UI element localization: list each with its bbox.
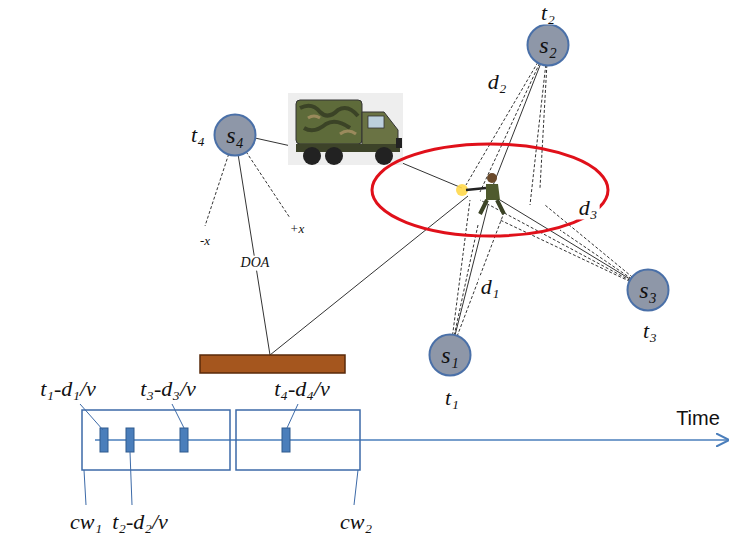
sensor-label: s₃ [639, 278, 657, 302]
annotation-label: d₁ [479, 275, 502, 298]
annotation-label: t₄-d₄/v [272, 377, 332, 400]
annotation-label: t₂ [539, 1, 557, 24]
sensor-node: s₄ [213, 113, 257, 157]
sensor-circle [628, 270, 669, 311]
detection-bars [100, 428, 290, 452]
reflection-path [235, 135, 270, 355]
sensor-node: s₁ [428, 333, 472, 377]
annotation-label: cw₂ [338, 510, 374, 533]
annotation-label: t₃ [641, 319, 659, 342]
wheel [325, 147, 343, 165]
coincidence-window [82, 410, 230, 470]
reflection-path [270, 196, 468, 355]
annotation-label: +x [288, 222, 307, 236]
reflecting-wall [200, 355, 345, 373]
sensor-label: s₄ [226, 123, 244, 147]
sensor-node: s₂ [526, 23, 570, 67]
leader-lines [80, 404, 358, 505]
truck-cargo [296, 100, 362, 144]
bumper [396, 138, 402, 148]
sensor-label: s₁ [441, 343, 459, 367]
torso [486, 184, 500, 200]
annotation-label: DOA [239, 256, 272, 271]
sensor-node: s₃ [626, 268, 670, 312]
annotation-label: t₃-d₃/v [138, 377, 198, 400]
annotation-label: d₂ [486, 70, 509, 93]
image-ground [288, 93, 403, 165]
head [487, 173, 497, 183]
sensor-ray [492, 45, 548, 188]
camouflage [308, 116, 356, 134]
annotation-label: Time [674, 408, 722, 429]
annotation-label: -x [198, 234, 212, 248]
shooter-figure [456, 173, 504, 214]
time-axis [95, 439, 728, 441]
wheel [303, 147, 321, 165]
direct-path [395, 160, 462, 188]
sensor-circle [215, 115, 256, 156]
coincidence-window [236, 410, 360, 470]
annotation-label: t₁-d₁/v [38, 377, 98, 400]
sensor-circle [528, 25, 569, 66]
annotation-label: t₁ [443, 386, 461, 409]
annotation-label: t₂-d₂/v [110, 510, 170, 533]
wheel [375, 147, 393, 165]
sensor-ray [500, 200, 648, 290]
rifle [466, 188, 486, 190]
annotation-label: cw₁ [68, 510, 104, 533]
sensor-circle [430, 335, 471, 376]
legs [480, 200, 504, 214]
location-ellipse [372, 144, 608, 236]
annotation-label: t₄ [189, 123, 207, 146]
annotation-label: d₃ [577, 196, 600, 219]
truck-window [368, 116, 384, 128]
sensor-label: s₂ [539, 33, 557, 57]
truck-image [288, 93, 403, 165]
sensor-rays [450, 45, 648, 355]
